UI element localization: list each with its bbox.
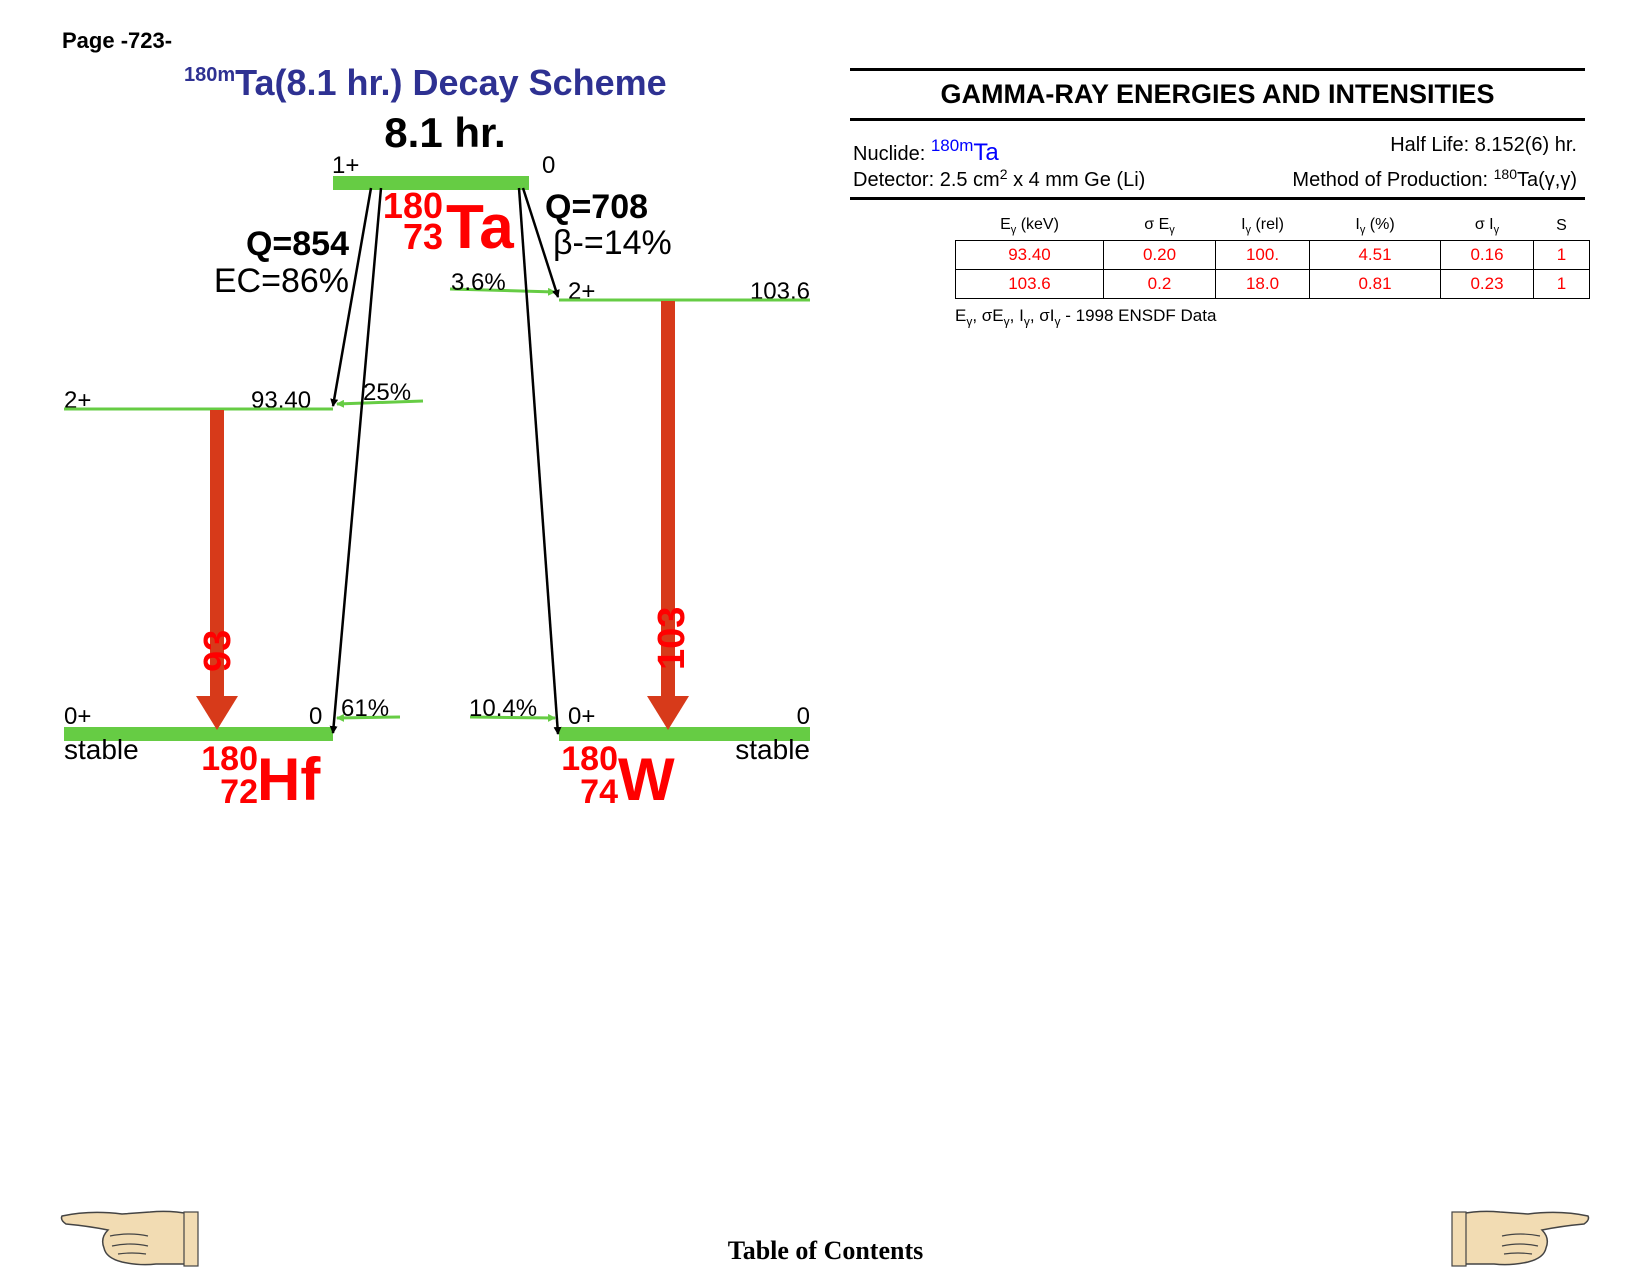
ec-arrow-to-hf-excited (330, 187, 373, 407)
gamma-table-cell: 0.81 (1309, 269, 1441, 299)
beta-arrow-to-w-ground (517, 187, 562, 735)
ec-q-value: Q=854 (246, 225, 349, 263)
parent-level-bar (333, 176, 529, 190)
detector-row: Detector: 2.5 cm2 x 4 mm Ge (Li) Method … (850, 160, 1585, 191)
title-text: Ta(8.1 hr.) Decay Scheme (235, 62, 667, 103)
w-gamma-arrowhead (647, 696, 689, 730)
hf-excited-feed-arrow (336, 399, 424, 408)
parent-half-life: 8.1 hr. (384, 109, 505, 156)
gamma-table-cell: 100. (1215, 240, 1310, 270)
gamma-table-header-cell: Iγ (rel) (1241, 215, 1284, 237)
w-ground-feed-label: 10.4% (469, 695, 537, 722)
hf-stable-label: stable (64, 734, 139, 765)
hf-gamma-label: 93 (197, 630, 239, 672)
hf-ground-energy: 0 (309, 703, 322, 730)
gamma-table-header-cell: σ Eγ (1144, 215, 1175, 237)
w-stable-label: stable (735, 734, 810, 765)
hf-ground-feed-label: 61% (341, 695, 389, 722)
nuclide-mass: 180m (930, 136, 974, 155)
detector-info: Detector: 2.5 cm2 x 4 mm Ge (Li) (853, 160, 1146, 191)
gamma-table-header-cell: S (1556, 217, 1567, 234)
panel-top-rule (850, 68, 1585, 71)
hf-excited-feed-label: 25% (363, 379, 411, 406)
gamma-table-header-cell: Iγ (%) (1355, 215, 1395, 237)
nuclide-label: Nuclide: (853, 143, 926, 165)
parent-mass-number: 180 (383, 185, 443, 226)
previous-page-hand-icon[interactable] (60, 1208, 200, 1268)
w-ground-feed-arrow (469, 713, 556, 722)
beta-fraction: β-=14% (553, 224, 672, 262)
w-symbol: W (618, 746, 675, 813)
hf-ground-spin: 0+ (64, 703, 91, 730)
gamma-table-cell: 1 (1533, 240, 1590, 270)
production-info: Method of Production: 180Ta(γ,γ) (1292, 160, 1577, 191)
title-mass-superscript: 180m (184, 64, 236, 86)
w-mass-number: 180 (561, 740, 618, 778)
hf-gamma-shaft (210, 410, 224, 698)
note-source: 1998 ENSDF Data (1075, 306, 1217, 325)
gamma-table-cell: 93.40 (955, 240, 1104, 270)
hf-gamma-arrowhead (196, 696, 238, 730)
hf-atomic-number: 72 (220, 773, 258, 811)
parent-spin: 1+ (332, 152, 359, 179)
gamma-table-cell: 0.20 (1103, 240, 1216, 270)
w-ground-energy: 0 (797, 703, 810, 730)
gamma-table-cell: 0.16 (1440, 240, 1534, 270)
w-excited-feed-arrow (449, 287, 556, 296)
parent-symbol: Ta (446, 193, 514, 262)
beta-arrow-to-w-excited (521, 187, 560, 298)
decay-scheme-title: 180mTa(8.1 hr.) Decay Scheme (184, 62, 667, 104)
gamma-table-cell: 1 (1533, 269, 1590, 299)
hf-symbol: Hf (257, 746, 321, 813)
ec-arrow-to-hf-ground (329, 187, 383, 734)
note-variables: Eγ, σEγ, Iγ, σIγ (955, 306, 1061, 329)
nuclide-row: Nuclide: 180mTa Half Life: 8.152(6) hr. (850, 131, 1585, 166)
gamma-panel-title: GAMMA-RAY ENERGIES AND INTENSITIES (940, 79, 1495, 109)
hf-ground-feed-arrow (336, 713, 401, 722)
gamma-table-cell: 18.0 (1215, 269, 1310, 299)
hf-ground-level-bar (64, 727, 333, 741)
w-atomic-number: 74 (580, 773, 618, 811)
gamma-table-cell: 0.23 (1440, 269, 1534, 299)
gamma-table-cell: 4.51 (1309, 240, 1441, 270)
hf-mass-number: 180 (201, 740, 258, 778)
nuclide-name: Ta (973, 139, 999, 166)
page-number: Page -723- (62, 28, 173, 53)
w-gamma-shaft (661, 301, 675, 698)
w-ground-spin: 0+ (568, 703, 595, 730)
detector-sup: 2 (999, 166, 1008, 182)
half-life-info: Half Life: 8.152(6) hr. (1390, 134, 1577, 156)
production-post: Ta(γ,γ) (1517, 169, 1577, 191)
detector-post: x 4 mm Ge (Li) (1007, 169, 1146, 191)
next-page-hand-icon[interactable] (1450, 1208, 1590, 1268)
gamma-table-header-cell: Eγ (keV) (1000, 215, 1059, 237)
gamma-table-cell: 103.6 (955, 269, 1104, 299)
gamma-table-cell: 0.2 (1103, 269, 1216, 299)
nuclide-info: Nuclide: 180mTa (853, 131, 999, 166)
gamma-table-header: Eγ (keV) σ Eγ Iγ (rel) Iγ (%) σ Iγ S (956, 212, 1590, 241)
gamma-ray-panel: GAMMA-RAY ENERGIES AND INTENSITIES Nucli… (850, 68, 1585, 200)
production-sup: 180 (1493, 166, 1517, 182)
gamma-table-header-cell: σ Iγ (1474, 215, 1500, 237)
table-of-contents-link[interactable]: Table of Contents (727, 1236, 924, 1265)
decay-scheme-diagram: 8.1 hr. 1+ 0 180 73 Ta Q=854 EC=86% Q=70… (64, 109, 810, 813)
parent-atomic-number: 73 (403, 216, 443, 257)
detector-pre: Detector: 2.5 cm (853, 169, 1000, 191)
production-pre: Method of Production: (1292, 169, 1494, 191)
w-gamma-label: 103 (651, 607, 693, 670)
panel-bottom-rule (850, 197, 1585, 200)
ec-fraction: EC=86% (214, 262, 349, 300)
w-excited-feed-label: 3.6% (451, 269, 506, 296)
w-ground-level-bar (559, 727, 810, 741)
beta-q-value: Q=708 (545, 188, 648, 226)
parent-energy: 0 (542, 152, 555, 179)
data-source-note: Eγ, σEγ, Iγ, σIγ - 1998 ENSDF Data (955, 306, 1217, 329)
panel-middle-rule (850, 118, 1585, 121)
